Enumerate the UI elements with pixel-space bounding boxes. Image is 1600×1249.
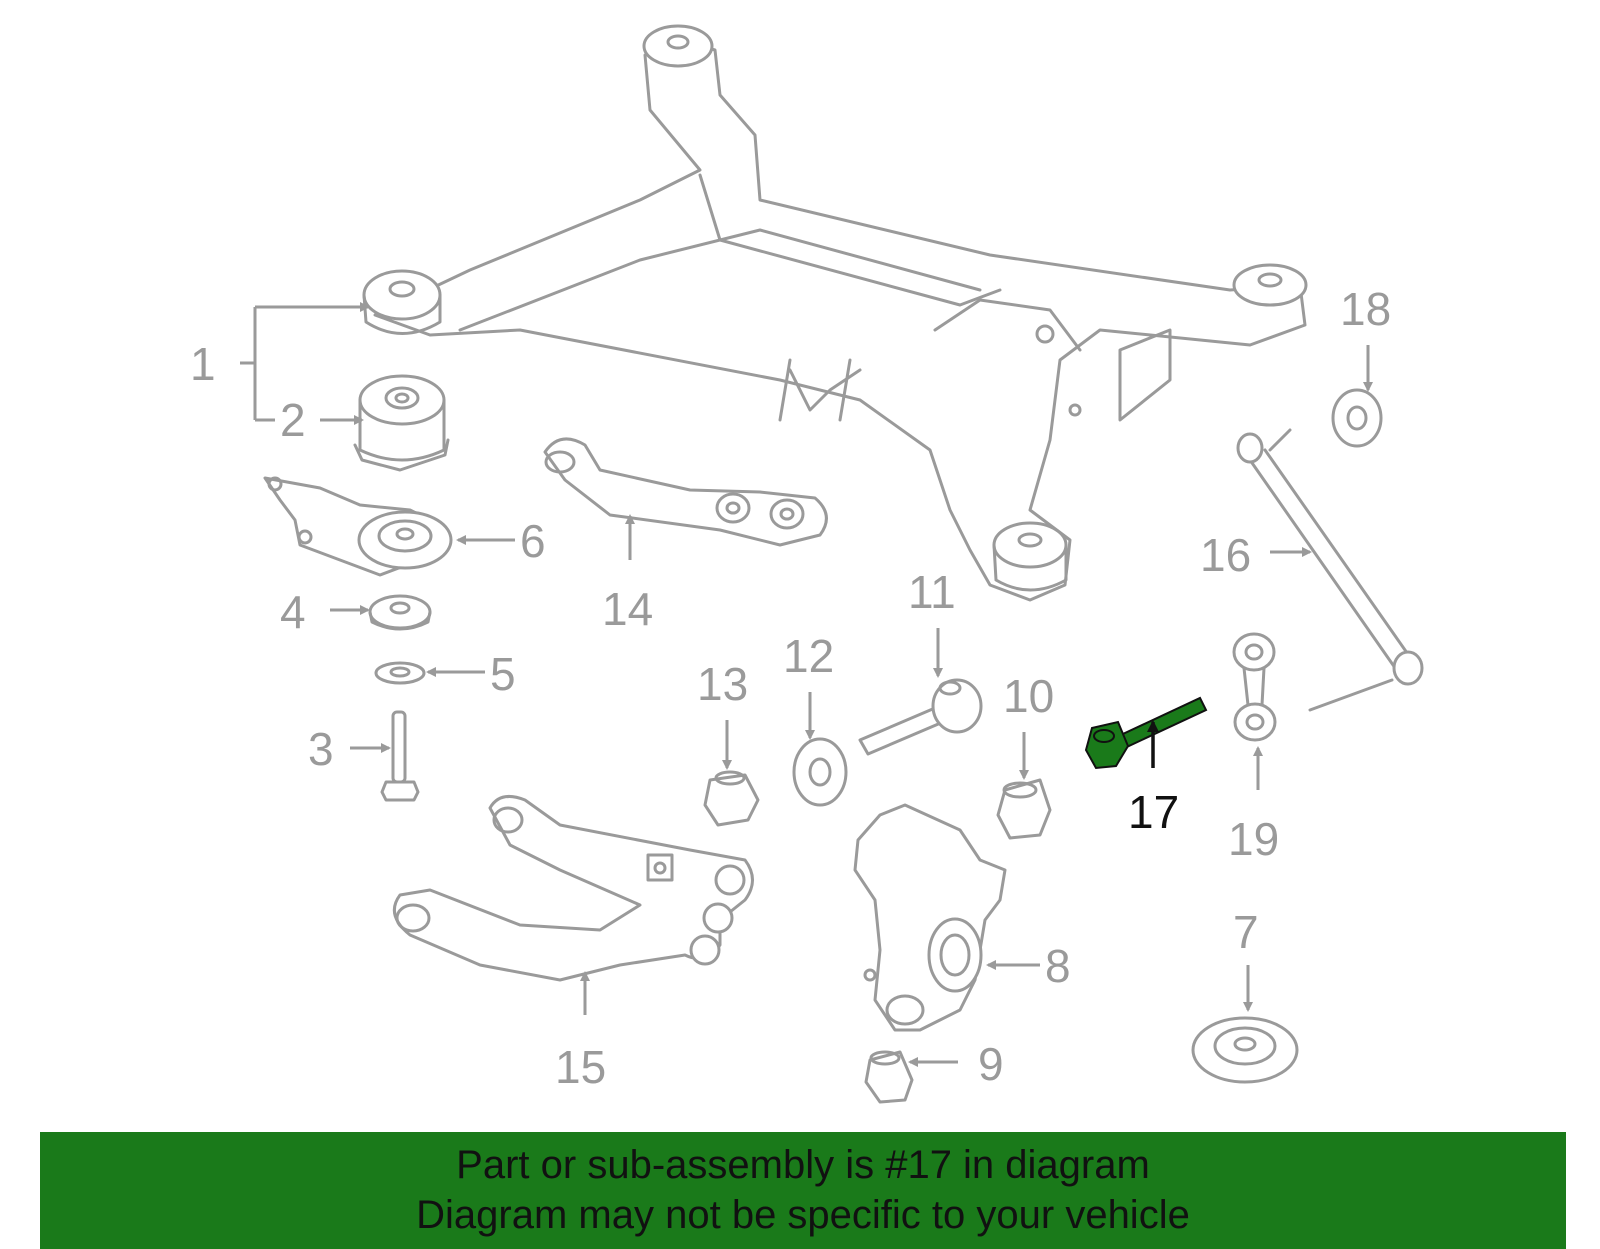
mount-part-7 [1191, 1016, 1299, 1084]
callout-7: 7 [1233, 906, 1259, 958]
link-part-19 [1232, 632, 1277, 742]
callout-11: 11 [908, 566, 956, 618]
control-arm-part-14 [543, 437, 828, 547]
callout-5: 5 [490, 648, 516, 700]
bracket-part-6 [263, 476, 453, 577]
bolt-part-17-highlighted [1084, 696, 1208, 770]
nut-part-13 [703, 770, 760, 827]
knuckle-part-8 [853, 803, 1007, 1032]
callout-18: 18 [1340, 283, 1391, 335]
callout-8: 8 [1045, 940, 1071, 992]
callout-4: 4 [280, 586, 306, 638]
callout-1: 1 [190, 338, 216, 390]
callout-14: 14 [602, 583, 653, 635]
banner-line-2: Diagram may not be specific to your vehi… [416, 1193, 1190, 1237]
callout-15: 15 [555, 1041, 606, 1093]
washer-part-5 [374, 661, 426, 685]
control-arm-part-15 [392, 794, 754, 982]
callout-16: 16 [1200, 529, 1251, 581]
callout-19: 19 [1228, 813, 1279, 865]
info-banner: Part or sub-assembly is #17 in diagram D… [40, 1132, 1566, 1249]
callout-12: 12 [783, 630, 834, 682]
callout-6: 6 [520, 515, 546, 567]
banner-line-1: Part or sub-assembly is #17 in diagram [456, 1143, 1150, 1187]
subframe-part [362, 24, 1308, 602]
washer-part-12 [792, 737, 848, 807]
callout-13: 13 [697, 658, 748, 710]
bolt-part-3 [380, 710, 420, 802]
callout-17: 17 [1128, 786, 1179, 838]
bolt-part-11 [858, 678, 983, 756]
leader-lines [240, 307, 1373, 1067]
callout-2: 2 [280, 394, 306, 446]
callout-9: 9 [978, 1038, 1004, 1090]
link-part-16 [1236, 428, 1424, 712]
bushing-part-10 [996, 778, 1052, 840]
bushing-part-18 [1331, 388, 1383, 448]
callout-10: 10 [1003, 670, 1054, 722]
washer-part-4 [368, 594, 432, 631]
bushing-part-9 [864, 1050, 914, 1104]
bushing-part-2 [353, 374, 450, 472]
callout-3: 3 [308, 723, 334, 775]
